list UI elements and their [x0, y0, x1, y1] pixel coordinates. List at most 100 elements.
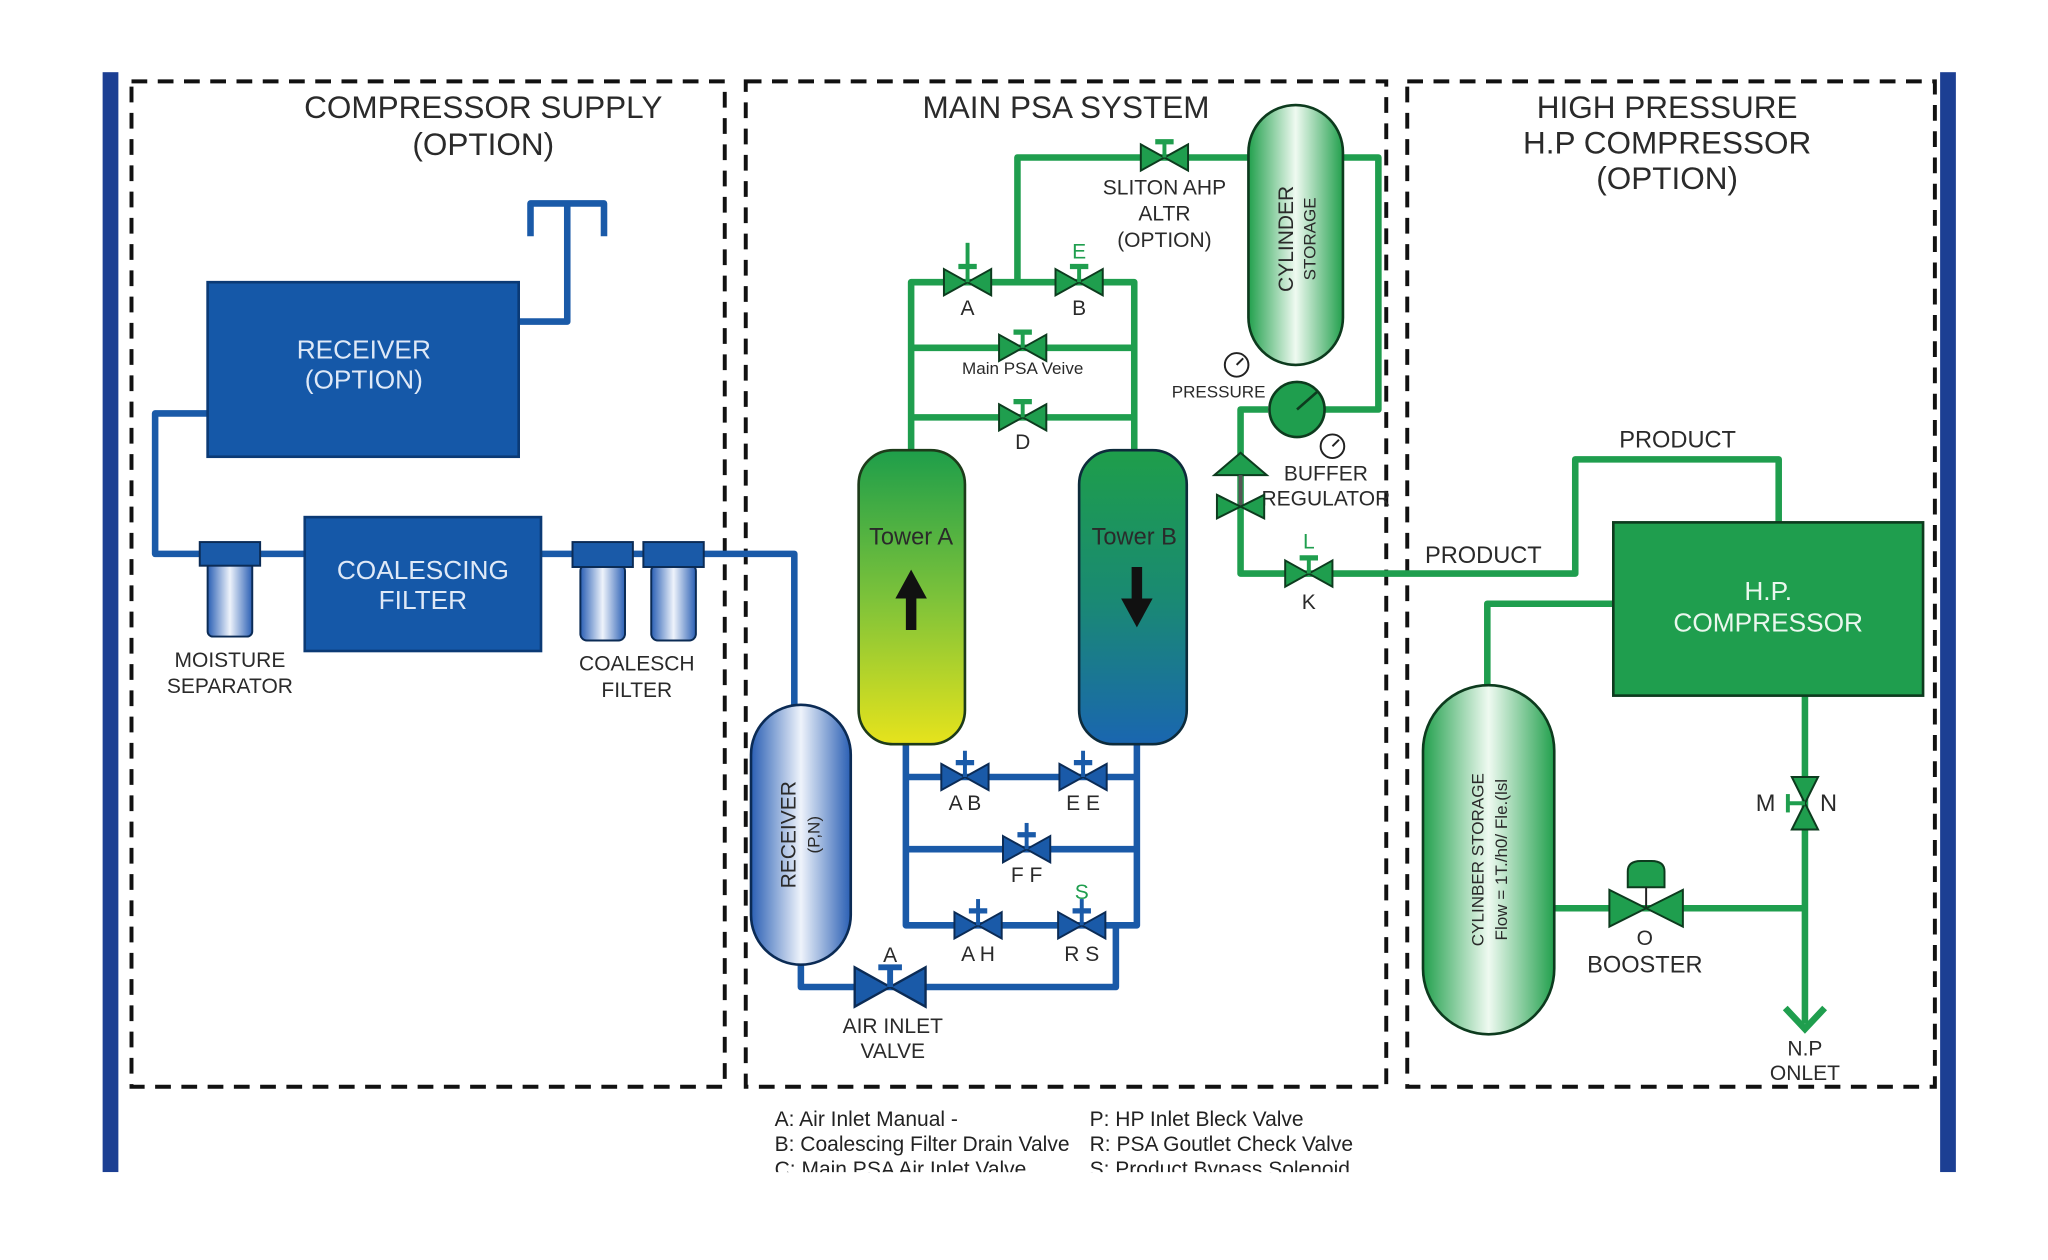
sliton-valve-label: (OPTION) [1117, 229, 1212, 252]
frame-bar-left [102, 72, 119, 1173]
valve-ff[interactable] [1003, 823, 1050, 862]
buffer-regulator-label: REGULATOR [1262, 487, 1391, 510]
buffer-regulator-label: BUFFER [1284, 462, 1368, 485]
valve-ah-label: A H [961, 943, 995, 966]
legend-item: C: Main PSA Air Inlet Valve [775, 1158, 1027, 1181]
moisture-separator-label: MOISTURE [175, 649, 286, 672]
np-onlet-label: ONLET [1770, 1062, 1840, 1085]
valve-mn[interactable] [1785, 776, 1820, 831]
receiver-pn-sublabel: (P,N) [804, 816, 823, 854]
valve-e-label: E [1072, 241, 1086, 264]
pressure-vessel [1268, 380, 1326, 439]
valve-b-label: B [1072, 297, 1086, 320]
sliton-valve[interactable] [1141, 142, 1188, 171]
coalesch-filter-label: FILTER [601, 679, 672, 702]
tower-a-label: Tower A [869, 525, 953, 551]
section-high-pressure [1405, 79, 1937, 1089]
buffer-gauge-icon [1319, 433, 1346, 460]
section-title: HIGH PRESSURE [1537, 89, 1798, 125]
section-subtitle: (OPTION) [412, 126, 554, 162]
pipe-compressor-to-cylinder [1484, 600, 1614, 686]
valve-d[interactable] [999, 402, 1046, 431]
coalesch-filter-label: COALESCH [579, 653, 695, 676]
valve-ah[interactable] [954, 899, 1001, 938]
legend-item: A: Air Inlet Manual - [775, 1108, 958, 1131]
valve-a[interactable] [944, 266, 991, 295]
hp-compressor-label: H.P. [1744, 576, 1792, 606]
moisture-separator [198, 541, 262, 638]
valve-n-label: N [1820, 791, 1837, 817]
legend-item: R: PSA Goutlet Check Valve [1090, 1133, 1353, 1156]
coalescing-filter [303, 515, 543, 653]
valve-b[interactable] [1056, 266, 1103, 295]
legend-item: B: Coalescing Filter Drain Valve [775, 1133, 1070, 1156]
frame-bar-right [1940, 72, 1956, 1173]
cylinder-storage-right [1421, 683, 1556, 1036]
legend-item: S: Product Bypass Solenoid [1090, 1158, 1350, 1181]
valve-s-label: S [1075, 881, 1089, 904]
booster-valve[interactable] [1608, 860, 1684, 929]
section-main-psa [743, 79, 1389, 1089]
pipe-product-out [1237, 406, 1782, 577]
receiver-pn-label: RECEIVER [778, 781, 801, 888]
hp-compressor-label: COMPRESSOR [1673, 607, 1863, 637]
sliton-valve-label: SLITON AHP [1103, 176, 1226, 199]
coalesch-filter-2 [642, 541, 705, 642]
product-label: PRODUCT [1425, 543, 1542, 569]
receiver-sublabel: (OPTION) [305, 365, 423, 395]
cylinder-storage-label: CYLINDER [1275, 186, 1298, 292]
np-onlet-label: N.P [1787, 1037, 1822, 1060]
valve-o-label: O [1637, 927, 1653, 950]
vent-pipe [518, 200, 608, 325]
valve-d-label: D [1015, 431, 1030, 454]
valve-rs-label: R S [1064, 943, 1099, 966]
cylinder-flow-label: Flow = 1T./h0/ Fle.(lsl [1492, 779, 1511, 941]
section-subtitle: (OPTION) [1596, 160, 1738, 196]
pipe-air-inlet [797, 925, 1120, 991]
receiver-option [206, 280, 520, 459]
valve-ee-label: E E [1066, 792, 1100, 815]
valve-ff-label: F F [1011, 864, 1043, 887]
section-title: H.P COMPRESSOR [1523, 125, 1811, 161]
valve-ab-label: A B [949, 792, 982, 815]
cylinder-storage-top [1247, 103, 1345, 367]
valve-a-inlet-label: A [883, 944, 897, 967]
coalesch-filter-1 [571, 541, 634, 642]
tower-b-label: Tower B [1092, 525, 1177, 551]
arrow-down-icon [1121, 567, 1153, 628]
valve-m-label: M [1756, 791, 1776, 817]
receiver-label: RECEIVER [297, 334, 431, 364]
valve-k[interactable] [1285, 558, 1332, 587]
sliton-valve-label: ALTR [1138, 203, 1190, 226]
cylinder-storage-right-label: CYLINBER STORAGE [1468, 773, 1487, 946]
valve-k-label: K [1302, 591, 1316, 614]
coalescing-filter-label: COALESCING [337, 555, 509, 585]
section-title: COMPRESSOR SUPPLY [304, 89, 662, 125]
hp-compressor [1612, 521, 1925, 697]
valve-ab[interactable] [941, 751, 988, 790]
outlet-arrow-icon [1782, 1005, 1828, 1034]
legend-item: P: HP Inlet Bleck Valve [1090, 1108, 1304, 1131]
air-inlet-valve-label: AIR INLET [843, 1015, 944, 1038]
receiver-pn [749, 703, 853, 966]
main-psa-valve[interactable] [999, 332, 1046, 361]
valve-rs[interactable] [1058, 899, 1105, 938]
valve-ee[interactable] [1059, 751, 1106, 790]
section-compressor-supply [129, 79, 727, 1089]
booster-label: BOOSTER [1587, 953, 1702, 979]
valve-a-label: A [961, 297, 975, 320]
cylinder-storage-label: STORAGE [1300, 197, 1319, 280]
arrow-up-icon [895, 569, 927, 630]
moisture-separator-label: SEPARATOR [167, 675, 293, 698]
section-title: MAIN PSA SYSTEM [922, 89, 1209, 125]
air-inlet-valve-label: VALVE [860, 1040, 925, 1063]
product-label: PRODUCT [1619, 428, 1736, 454]
legend: A: Air Inlet Manual - B: Coalescing Filt… [775, 1108, 1353, 1181]
air-inlet-valve[interactable] [853, 964, 927, 1009]
main-psa-valve-label: Main PSA Veive [962, 359, 1083, 378]
valve-l-label: L [1303, 531, 1315, 554]
buffer-regulator[interactable] [1211, 451, 1270, 521]
pressure-label: PRESSURE [1172, 383, 1266, 402]
pressure-gauge-icon [1223, 352, 1250, 378]
